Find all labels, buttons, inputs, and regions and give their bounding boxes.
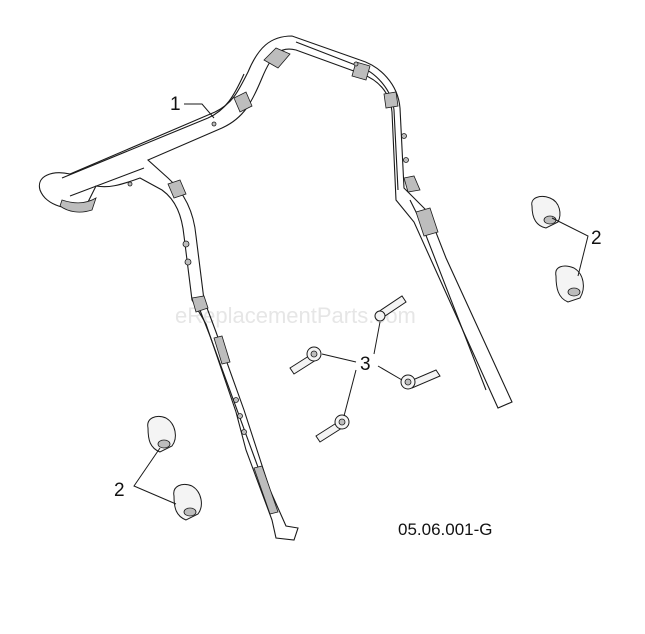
- callout-knob-upper: 2: [591, 228, 602, 249]
- callout-bolts: 3: [360, 354, 371, 375]
- leader-bolt-c: [377, 365, 403, 381]
- leader-knob-lower: [133, 447, 177, 505]
- upper-handle: [38, 35, 513, 541]
- leader-knob-upper: [551, 217, 589, 277]
- leader-bolt-a: [373, 321, 381, 355]
- bolt-c: [400, 369, 441, 390]
- knob-upper-right-b: [555, 265, 584, 303]
- callout-handle: 1: [170, 94, 181, 115]
- leader-handle: [184, 103, 215, 119]
- bolt-d: [315, 414, 350, 443]
- knob-lower-left-b: [173, 483, 202, 521]
- knob-lower-left-a: [147, 415, 176, 453]
- leader-bolt-b: [321, 353, 357, 363]
- leader-bolt-d: [343, 369, 357, 417]
- callout-knob-lower: 2: [114, 480, 125, 501]
- knob-upper-right-a: [531, 195, 561, 229]
- bolt-b: [289, 346, 322, 375]
- bolt-a: [374, 295, 407, 322]
- drawing-number: 05.06.001-G: [398, 520, 493, 539]
